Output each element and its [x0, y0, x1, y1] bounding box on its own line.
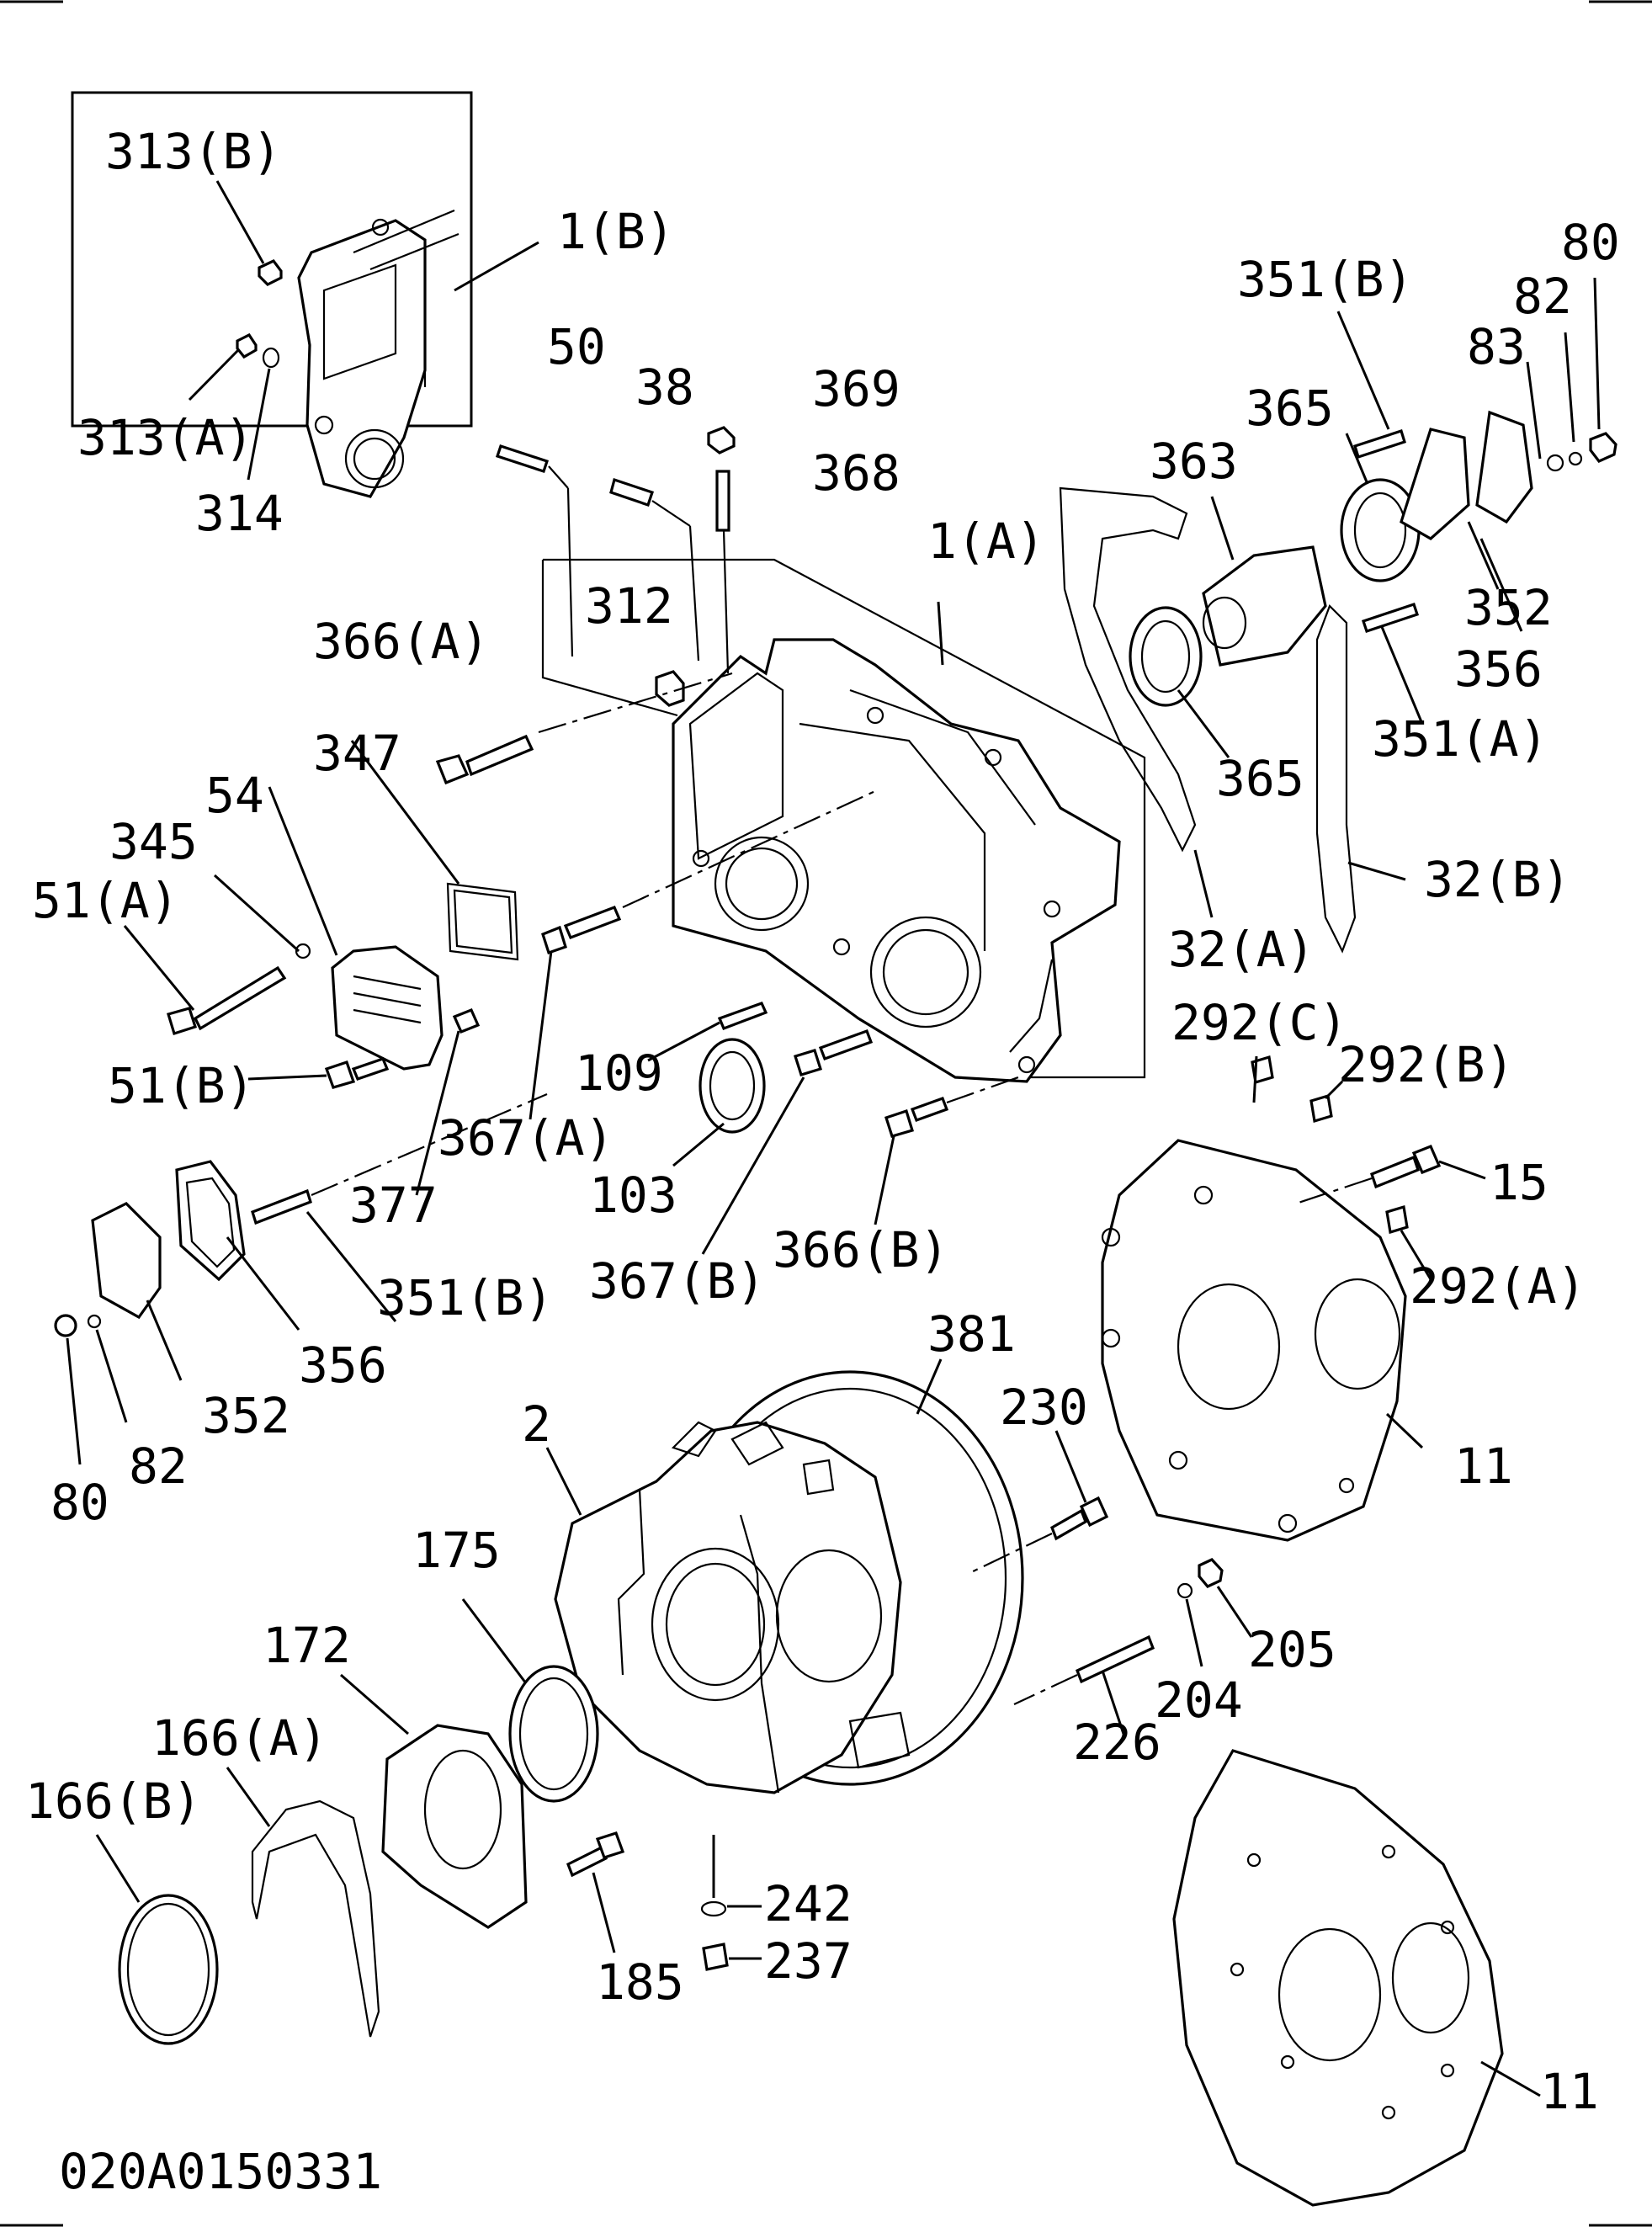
label-351a: 351(A)	[1372, 710, 1548, 768]
label-369: 369	[812, 360, 900, 417]
label-15: 15	[1490, 1154, 1548, 1211]
label-54: 54	[205, 767, 264, 824]
label-80-right: 80	[1561, 214, 1620, 271]
label-226: 226	[1073, 1714, 1161, 1771]
label-356-right: 356	[1454, 640, 1543, 698]
label-367b: 367(B)	[589, 1252, 766, 1310]
label-365-top: 365	[1246, 380, 1334, 437]
label-109: 109	[575, 1044, 663, 1102]
label-80-left: 80	[50, 1474, 109, 1531]
fasteners	[123, 426, 1617, 1971]
label-11-top: 11	[1454, 1438, 1513, 1495]
label-237: 237	[764, 1932, 853, 1990]
label-292c: 292(C)	[1171, 994, 1348, 1051]
label-312: 312	[585, 577, 673, 635]
label-356-left: 356	[299, 1337, 387, 1394]
left-cover-352	[54, 1160, 300, 1465]
label-11-bottom: 11	[1540, 2063, 1599, 2120]
label-292a: 292(A)	[1410, 1257, 1586, 1315]
label-166a: 166(A)	[151, 1709, 328, 1767]
label-381: 381	[927, 1305, 1016, 1363]
label-185: 185	[596, 1953, 684, 2011]
label-32a: 32(A)	[1168, 921, 1315, 978]
label-377: 377	[349, 1177, 438, 1234]
gear-assembly	[1059, 277, 1601, 954]
label-204: 204	[1155, 1672, 1243, 1729]
label-367a: 367(A)	[438, 1109, 614, 1167]
timing-case-1a	[541, 558, 1146, 1083]
label-314: 314	[195, 485, 284, 542]
label-347: 347	[313, 725, 401, 782]
label-366b: 366(B)	[773, 1221, 949, 1278]
label-51b: 51(B)	[108, 1057, 255, 1114]
label-1a: 1(A)	[927, 513, 1045, 570]
label-32b: 32(B)	[1424, 851, 1571, 908]
label-230: 230	[1000, 1379, 1088, 1436]
plate-11-upper	[1101, 1139, 1424, 1542]
label-82-left: 82	[129, 1438, 188, 1495]
label-352-left: 352	[202, 1387, 290, 1444]
label-351b-right: 351(B)	[1237, 251, 1414, 308]
label-313b: 313(B)	[105, 123, 282, 180]
label-313a: 313(A)	[77, 409, 254, 466]
part-labels: 313(B) 1(B) 313(A) 314 50 38 369 368 1(A…	[25, 123, 1620, 2120]
label-345: 345	[109, 813, 198, 870]
inset-detail-box	[71, 91, 539, 498]
label-82-right: 82	[1513, 268, 1572, 325]
front-housing-2	[545, 1358, 1024, 1794]
label-50: 50	[547, 318, 606, 375]
cover-54	[268, 740, 519, 1071]
plate-11-lower	[1172, 1749, 1541, 2207]
rear-seal-group	[95, 1598, 599, 2045]
label-2: 2	[522, 1395, 551, 1453]
label-205: 205	[1248, 1621, 1336, 1678]
label-166b: 166(B)	[25, 1773, 202, 1830]
label-242: 242	[764, 1875, 853, 1932]
label-365-bottom: 365	[1216, 750, 1304, 807]
label-1b: 1(B)	[557, 203, 675, 260]
label-368: 368	[812, 444, 900, 502]
label-51a: 51(A)	[32, 872, 179, 929]
label-175: 175	[412, 1522, 501, 1579]
label-292b: 292(B)	[1338, 1036, 1515, 1093]
label-352-right: 352	[1464, 579, 1553, 636]
label-38: 38	[635, 359, 694, 416]
label-351b-left: 351(B)	[377, 1269, 554, 1326]
label-363: 363	[1150, 433, 1238, 490]
label-83: 83	[1467, 318, 1526, 375]
label-366a: 366(A)	[313, 613, 490, 670]
label-103: 103	[589, 1167, 677, 1224]
document-code: 020A0150331	[59, 2143, 382, 2200]
label-172: 172	[263, 1617, 351, 1674]
